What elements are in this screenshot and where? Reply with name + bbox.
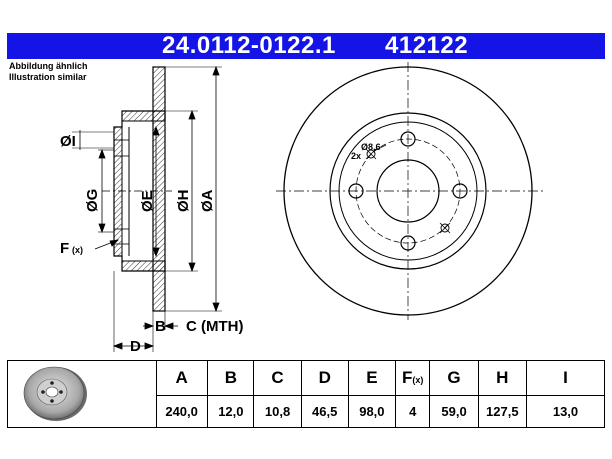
part-number: 24.0112-0122.1 [162, 32, 336, 59]
col-h-header: H [477, 361, 527, 396]
value-a: 240,0 [165, 404, 198, 419]
note-line-en: Illustration similar [9, 72, 87, 82]
label-d: D [130, 338, 141, 355]
table-header-row: A B C D E F(x) G H I [156, 361, 604, 396]
label-f: F [60, 240, 69, 257]
value-b: 12,0 [207, 395, 254, 427]
arrow [212, 65, 220, 76]
outer-edge [283, 66, 533, 316]
friction-inner-edge [329, 112, 487, 270]
disc-bore [45, 386, 59, 398]
label-b: B [155, 318, 166, 335]
hole-leader [373, 144, 387, 152]
value-i: 13,0 [526, 395, 604, 427]
label-g: ØG [84, 189, 101, 212]
arrow [188, 109, 196, 120]
arrow [152, 247, 160, 258]
title-banner: 24.0112-0122.1 412122 [7, 33, 605, 59]
hub-flange-top [121, 110, 166, 122]
note-line-de: Abbildung ähnlich [9, 61, 88, 71]
label-a: ØA [199, 189, 216, 212]
arrow [112, 342, 123, 350]
disc-bolt [41, 390, 45, 394]
col-a-header: A [156, 361, 208, 396]
bolt-circle [355, 138, 461, 244]
bolt-hole-bottom [400, 235, 416, 251]
bolt-hole-right [452, 183, 468, 199]
arrow [144, 322, 155, 330]
arrow [98, 148, 106, 159]
label-h: ØH [175, 190, 192, 213]
label-e: ØE [139, 190, 156, 212]
arrow [188, 262, 196, 273]
col-b-header: B [207, 361, 254, 396]
hub-flange-bottom [121, 260, 166, 272]
illustration-note: Abbildung ähnlich Illustration similar [9, 61, 88, 83]
col-g-header: G [429, 361, 479, 396]
col-d-header: D [300, 361, 349, 396]
bolt-hole-top [400, 131, 416, 147]
disc-bolt [59, 390, 63, 394]
hole-diameter-label: Ø8,6 [361, 142, 381, 152]
value-d: 46,5 [300, 395, 349, 427]
dimension-lines [72, 65, 222, 352]
label-i: ØI [60, 133, 76, 150]
arrow [163, 322, 174, 330]
col-f-header: F(x) [394, 361, 430, 396]
col-f-letter: F [402, 368, 413, 387]
bolt-hole-left [348, 183, 364, 199]
value-c: 10,8 [253, 395, 302, 427]
hole-count-label: 2x [351, 151, 361, 161]
label-c: C (MTH) [186, 318, 243, 335]
arrow [144, 342, 155, 350]
disc-cross-section [102, 66, 172, 312]
friction-ring [152, 66, 166, 312]
disc-bolt [50, 381, 54, 385]
disc-thumbnail-image [23, 366, 87, 421]
arrow [152, 125, 160, 136]
dimension-labels: ØI ØG ØE ØH ØA F (x) B C (MTH) D [60, 133, 243, 355]
col-f-sub: (x) [412, 375, 424, 385]
disc-thumbnail [8, 361, 157, 427]
value-g: 59,0 [429, 395, 479, 427]
centre-bore [376, 159, 440, 223]
arrow [109, 239, 120, 247]
label-f-sub: (x) [72, 245, 83, 255]
reference-number: 412122 [385, 32, 469, 59]
col-i-header: I [526, 361, 604, 396]
table-value-row: 240,0 12,0 10,8 46,5 98,0 4 59,0 127,5 1… [156, 395, 604, 427]
arrow [98, 223, 106, 234]
value-f: 4 [394, 395, 430, 427]
disc-bolt [50, 399, 54, 403]
col-c-header: C [253, 361, 302, 396]
col-e-header: E [347, 361, 396, 396]
value-e: 98,0 [347, 395, 396, 427]
value-h: 127,5 [477, 395, 527, 427]
hub-wall [113, 126, 123, 257]
dimension-table: A B C D E F(x) G H I 240,0 12,0 10,8 46,… [156, 361, 604, 427]
disc-front-view [276, 62, 544, 320]
specification-table: A B C D E F(x) G H I 240,0 12,0 10,8 46,… [7, 360, 605, 428]
locating-hole-lower [439, 222, 451, 234]
hat-outer-edge [338, 121, 478, 261]
arrow [212, 302, 220, 313]
